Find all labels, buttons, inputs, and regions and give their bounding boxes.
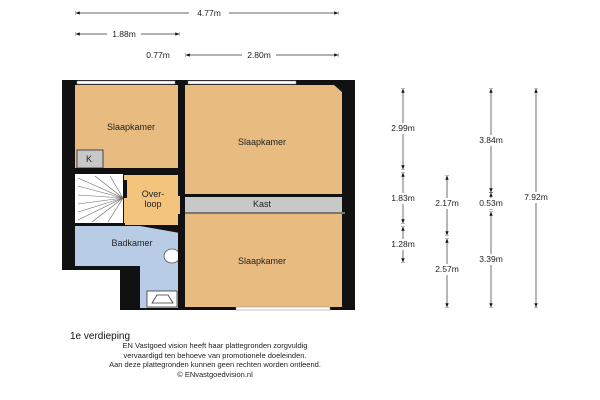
window: [187, 80, 297, 85]
landing: [124, 175, 180, 225]
inner-wall: [185, 194, 345, 197]
inner-wall: [178, 214, 185, 310]
stair-steps: [77, 175, 124, 223]
shower-tray: [146, 290, 178, 308]
room-label-kast: Kast: [253, 199, 272, 209]
room-label-bedroom: Slaapkamer: [107, 122, 155, 132]
bedroom-bottom-right: [185, 214, 342, 307]
inner-wall: [178, 80, 185, 196]
stairs: [75, 174, 123, 223]
floor-label: 1e verdieping: [70, 331, 131, 342]
window: [76, 80, 176, 85]
dimension-label: 2.57m: [435, 264, 459, 274]
disclaimer-line: Aan deze plattegronden kunnen geen recht…: [109, 360, 321, 369]
room-label-bedroom: Slaapkamer: [238, 137, 286, 147]
dimension-label: 1.28m: [391, 239, 415, 249]
dimension-label: 2.80m: [247, 50, 271, 60]
bedroom-top-right: [185, 85, 342, 194]
dimension-label: 7.92m: [524, 192, 548, 202]
disclaimer: EN Vastgoed vision heeft haar plattegron…: [60, 341, 370, 379]
bath-icon: [151, 294, 174, 304]
dimension-label: 4.77m: [197, 8, 221, 18]
inner-wall: [75, 223, 125, 226]
dimension-label: 2.99m: [391, 123, 415, 133]
window: [235, 306, 331, 311]
toilet-icon: [163, 248, 181, 264]
room-label-closet: K: [86, 154, 92, 164]
dimension-label: 0.53m: [479, 198, 503, 208]
dimension-label: 3.84m: [479, 135, 503, 145]
bathroom: [75, 226, 180, 308]
inner-wall: [75, 168, 180, 174]
dimension-label: 3.39m: [479, 254, 503, 264]
kast-doors: [185, 212, 345, 214]
dimension-label: 2.17m: [435, 198, 459, 208]
disclaimer-line: © ENvastgoedvision.nl: [177, 369, 253, 379]
dimension-label: 1.83m: [391, 193, 415, 203]
room-label-landing: Over-: [142, 189, 165, 199]
dimension-label: 0.77m: [146, 50, 170, 60]
inner-wall: [123, 180, 127, 198]
room-label-bedroom: Slaapkamer: [238, 256, 286, 266]
room-label-landing: loop: [144, 199, 161, 209]
disclaimer-line: EN Vastgoed vision heeft haar plattegron…: [122, 341, 308, 350]
disclaimer-line: vervaardigd ten behoeve van promotionele…: [123, 350, 307, 360]
kast: [185, 197, 342, 212]
dimension-label: 1.88m: [112, 29, 136, 39]
room-label-bathroom: Badkamer: [111, 238, 152, 248]
